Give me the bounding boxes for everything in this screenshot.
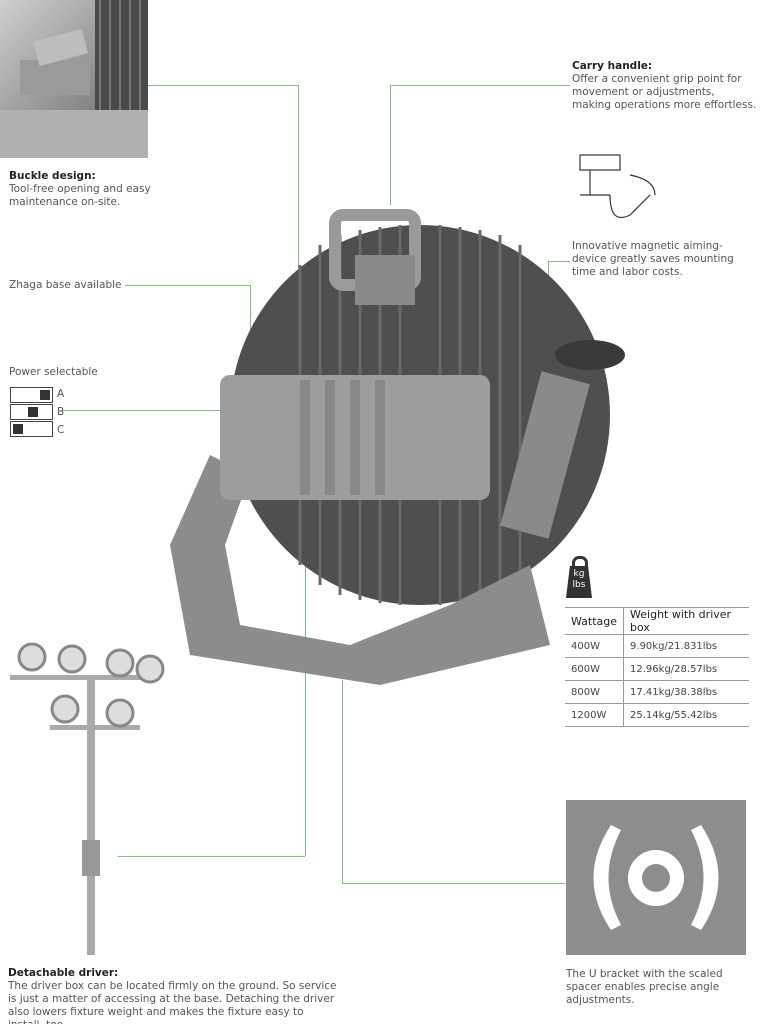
buckle-title: Buckle design:: [9, 170, 96, 182]
carry-handle-callout: Carry handle: Offer a convenient grip po…: [572, 60, 757, 112]
magnetic-aiming-device-illustration: [579, 154, 656, 219]
switch-knob: [40, 390, 50, 400]
wattage-cell: 400W: [565, 634, 625, 658]
power-selectable-title: Power selectable: [9, 366, 98, 378]
wattage-cell: 1200W: [565, 703, 625, 727]
weight-cell: 17.41kg/38.38lbs: [623, 680, 749, 704]
magnetic-aiming-text: Innovative magnetic aiming-device greatl…: [572, 240, 734, 278]
pole-illustration: [10, 642, 165, 955]
power-option-c: C: [57, 424, 65, 436]
switch-knob: [13, 424, 23, 434]
leader-line: [342, 883, 565, 884]
power-switch-b: [10, 404, 53, 420]
power-switch-c: [10, 421, 53, 437]
power-switch-a: [10, 387, 53, 403]
u-bracket-text: The U bracket with the scaled spacer ena…: [566, 968, 723, 1006]
weight-cell: 25.14kg/55.42lbs: [623, 703, 749, 727]
power-option-b: B: [57, 406, 65, 418]
floodlight-fixture-image: [170, 209, 625, 685]
buckle-text: Tool-free opening and easy maintenance o…: [9, 183, 151, 208]
carry-handle-title: Carry handle:: [572, 60, 653, 72]
leader-line: [62, 410, 245, 411]
leader-line: [342, 680, 343, 883]
buckle-callout: Buckle design: Tool-free opening and eas…: [9, 170, 159, 209]
switch-knob: [28, 407, 38, 417]
weight-cell: 12.96kg/28.57lbs: [623, 657, 749, 681]
leader-line: [250, 285, 251, 345]
leader-line: [390, 85, 570, 86]
zhaga-label: Zhaga base available: [9, 279, 122, 291]
leader-line: [148, 85, 298, 86]
header-wattage: Wattage: [565, 607, 625, 635]
leader-line: [125, 285, 250, 286]
leader-line: [390, 85, 391, 205]
kg-label: kg: [573, 569, 585, 579]
header-weight: Weight with driver box: [623, 607, 749, 635]
lbs-label: lbs: [572, 580, 586, 590]
scaled-spacer-image: [566, 800, 746, 955]
leader-line: [548, 261, 570, 262]
driver-title: Detachable driver:: [8, 967, 119, 979]
wattage-cell: 800W: [565, 680, 625, 704]
power-option-a: A: [57, 388, 65, 400]
driver-text: The driver box can be located firmly on …: [8, 980, 337, 1024]
leader-line: [298, 85, 299, 355]
leader-line: [118, 856, 305, 857]
weight-cell: 9.90kg/21.831lbs: [623, 634, 749, 658]
leader-line: [305, 500, 306, 856]
buckle-photo: [0, 0, 148, 158]
wattage-cell: 600W: [565, 657, 625, 681]
detachable-driver-callout: Detachable driver: The driver box can be…: [8, 967, 338, 1024]
carry-handle-text: Offer a convenient grip point for moveme…: [572, 73, 757, 111]
